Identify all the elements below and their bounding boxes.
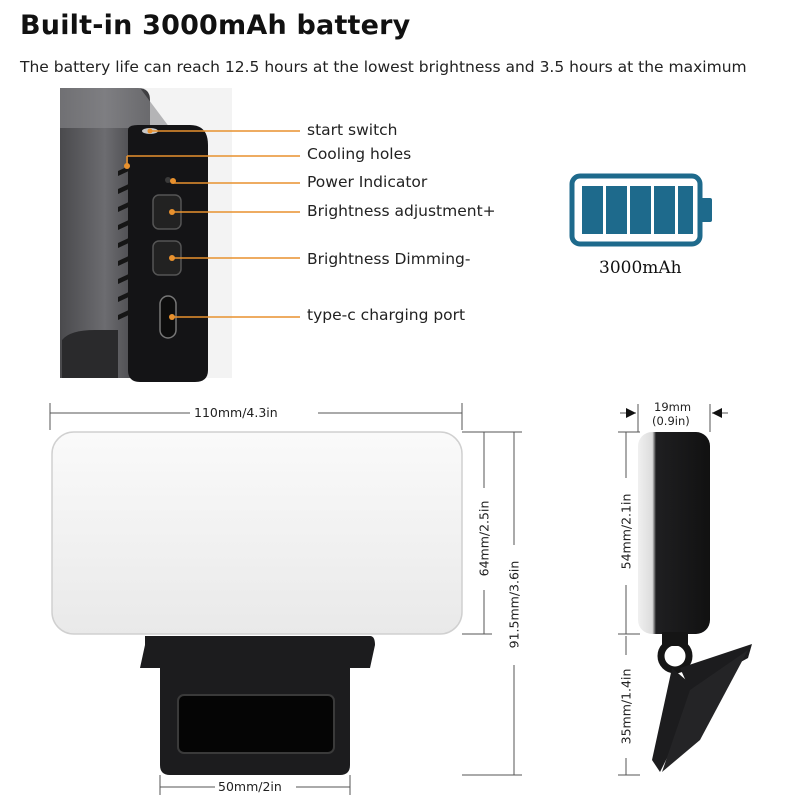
callout-brightness-down: Brightness Dimming- [307, 250, 471, 268]
dim-clip-height-label: 35mm/1.4in [618, 663, 634, 750]
callout-start-switch: start switch [307, 121, 398, 139]
device-closeup [60, 88, 300, 382]
dim-side-height-label: 54mm/2.1in [618, 488, 634, 575]
callout-brightness-up: Brightness adjustment+ [307, 202, 496, 220]
front-view-light [51, 431, 463, 775]
dim-depth-label-inches: (0.9in) [652, 414, 690, 428]
cooling-holes-icon [118, 165, 130, 320]
dimension-lines [49, 403, 728, 795]
callout-charging-port: type-c charging port [307, 306, 466, 324]
dim-width-label: 110mm/4.3in [194, 405, 278, 420]
dim-total-height-label: 91.5mm/3.6in [506, 550, 522, 659]
dim-panel-height-label: 64mm/2.5in [476, 495, 492, 582]
page-title: Built-in 3000mAh battery [20, 10, 411, 41]
light-panel [51, 431, 463, 635]
dim-depth-label: 19mm [654, 400, 692, 414]
power-indicator-dot [165, 177, 171, 183]
page-subtitle: The battery life can reach 12.5 hours at… [20, 58, 747, 76]
callout-power-indicator: Power Indicator [307, 173, 428, 191]
depth-arrows [626, 408, 722, 418]
callout-cooling-holes: Cooling holes [307, 145, 412, 163]
battery-icon [569, 173, 712, 247]
dim-clip-width-label: 50mm/2in [218, 779, 282, 794]
callout-lines [126, 130, 300, 318]
side-view-light [638, 432, 752, 772]
battery-capacity-label: 3000mAh [599, 258, 682, 278]
